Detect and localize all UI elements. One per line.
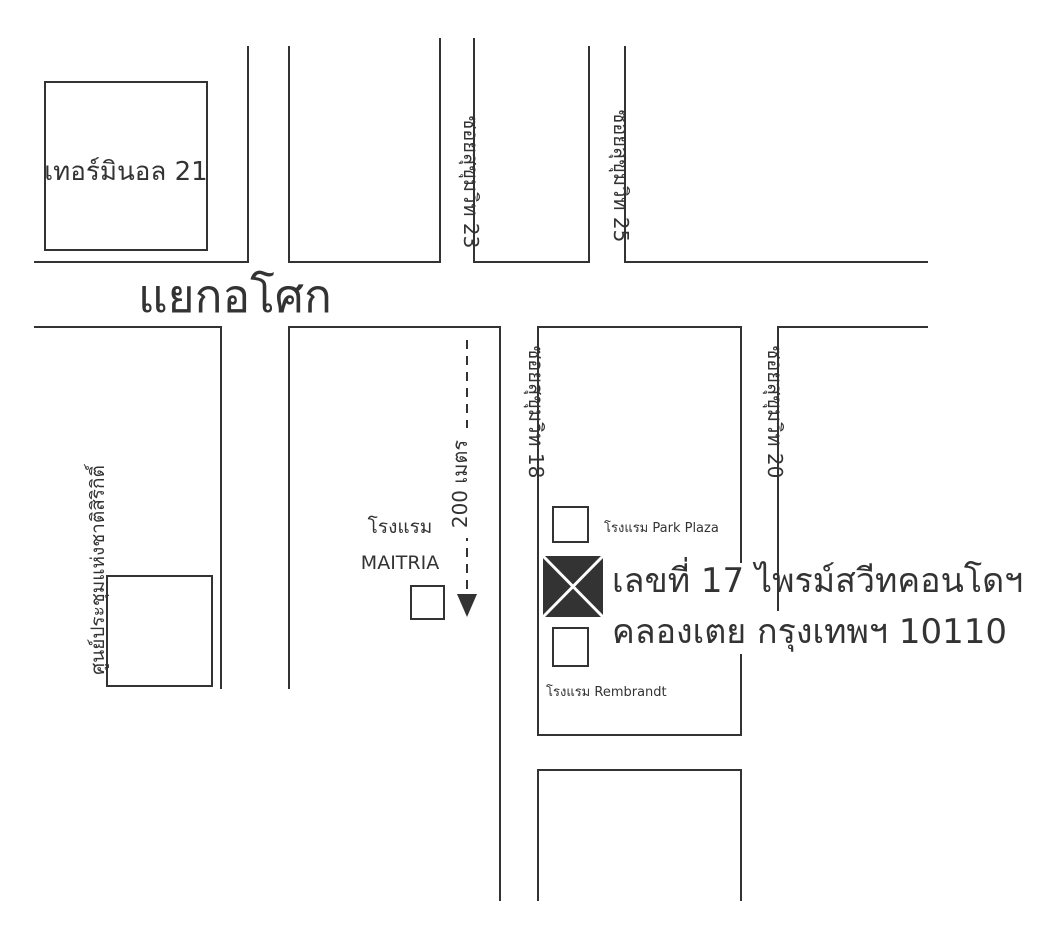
terminal21-label: เทอร์มินอล 21	[44, 157, 207, 187]
road-edge	[288, 38, 441, 263]
road-edge	[34, 326, 222, 689]
rembrandt-label: โรงแรม Rembrandt	[546, 684, 667, 700]
distance-label: 200 เมตร	[448, 440, 472, 529]
maitria-building	[410, 585, 445, 620]
address-line2: คลองเตย กรุงเทพฯ 10110	[612, 612, 1007, 652]
park-plaza-building	[552, 506, 589, 543]
address-line1: เลขที่ 17 ไพรม์สวีทคอนโดฯ	[612, 557, 1023, 601]
soi-25-label: ซอยสุขุมวิท 25	[608, 110, 633, 243]
junction-label: แยกอโศก	[138, 269, 332, 323]
road-edge	[34, 46, 249, 263]
park-plaza-label: โรงแรม Park Plaza	[604, 520, 719, 536]
terminal21-building	[44, 81, 208, 251]
maitria-label-line1: โรงแรม	[368, 515, 433, 538]
road-network	[34, 38, 928, 901]
road-edge	[288, 326, 501, 901]
road-edge	[537, 769, 742, 901]
convention-center-building	[106, 575, 213, 687]
destination-marker-icon	[541, 554, 605, 619]
road-edge	[777, 326, 928, 611]
soi-18-label: ซอยสุขุมวิท 18	[523, 346, 548, 479]
rembrandt-building	[552, 627, 589, 667]
road-edge	[624, 46, 928, 263]
convention-center-label: ศูนย์ประชุมแห่งชาติสิริกิติ์	[83, 463, 110, 675]
road-edge	[473, 38, 590, 263]
arrow-down-icon	[457, 594, 477, 617]
distance-label-bg	[452, 428, 482, 538]
soi-23-label: ซอยสุขุมวิท 23	[458, 116, 483, 249]
road-edge	[537, 326, 742, 736]
maitria-label-line2: MAITRIA	[361, 552, 439, 574]
soi-20-label: ซอยสุขุมวิท 20	[762, 346, 787, 479]
